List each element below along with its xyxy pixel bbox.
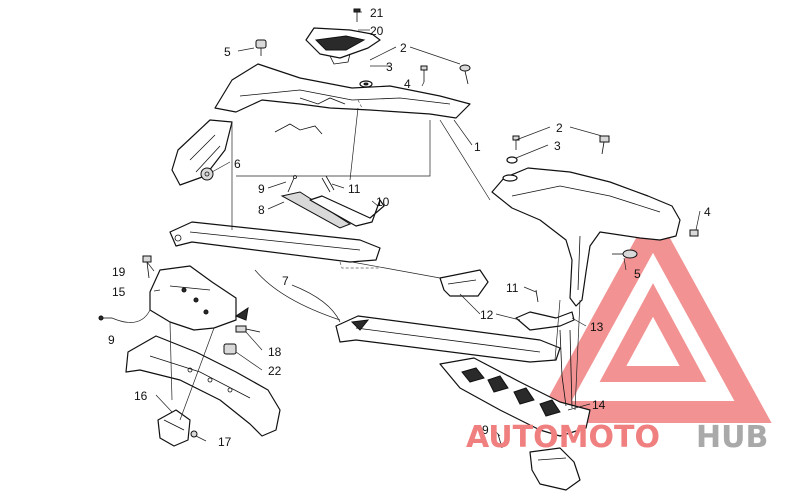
frame-section — [125, 335, 281, 437]
bracket-12 — [439, 269, 489, 297]
callout-18: 18 — [268, 345, 282, 359]
screw-2-right-small-icon — [512, 135, 520, 150]
screw-4-upper-icon — [420, 65, 428, 82]
clip-11-upper-icon — [321, 175, 335, 193]
left-rail — [169, 221, 381, 263]
bracket-plate-14 — [439, 329, 591, 437]
callout-4-right: 4 — [704, 205, 711, 219]
watermark-text: AUTOMOTO HUB — [466, 420, 768, 455]
callout-9-left: 9 — [108, 333, 115, 347]
rail-dash — [339, 261, 380, 269]
lower-right-bracket — [529, 447, 581, 491]
gauge-housing — [305, 27, 381, 65]
panel-side-bracket — [171, 119, 233, 186]
watermark-text-automoto: AUTOMOTO — [466, 420, 660, 455]
strap-8 — [280, 191, 352, 229]
washer-3-upper-icon — [359, 80, 373, 88]
pin-9-left-icon — [98, 315, 112, 321]
callout-16: 16 — [134, 389, 148, 403]
bolt-5-upper-icon — [255, 39, 267, 56]
callout-5-upper: 5 — [224, 45, 231, 59]
callout-15: 15 — [112, 285, 126, 299]
callouts: 21 20 2 3 4 5 6 1 2 3 4 5 9 8 11 10 7 11… — [108, 6, 711, 449]
clamp-10 — [309, 195, 385, 227]
bolt-5-right-icon — [612, 249, 638, 259]
callout-11-upper: 11 — [348, 182, 361, 196]
callout-8: 8 — [258, 203, 265, 217]
callout-4-upper: 4 — [404, 77, 411, 91]
callout-2-upper: 2 — [400, 41, 407, 55]
callout-9-upper: 9 — [258, 182, 265, 196]
watermark-text-hub: HUB — [696, 420, 768, 455]
clamp-13 — [515, 311, 575, 331]
callout-3-upper: 3 — [386, 60, 393, 74]
callout-17: 17 — [218, 435, 232, 449]
callout-14: 14 — [592, 398, 606, 412]
callout-21: 21 — [370, 6, 384, 20]
bolt-19-icon — [142, 255, 152, 279]
callout-3-right: 3 — [554, 139, 561, 153]
console-panel — [214, 63, 471, 119]
clip-11-lower-icon — [535, 289, 539, 303]
callout-6: 6 — [234, 157, 241, 171]
pin-9-upper-icon — [287, 175, 297, 193]
screw-17-icon — [190, 430, 198, 438]
callout-10: 10 — [376, 195, 390, 209]
bolt-6-icon — [200, 167, 214, 181]
panel-clip — [274, 123, 323, 135]
screw-2-right-icon — [599, 135, 610, 155]
callout-2-right: 2 — [556, 121, 563, 135]
nut-22-icon — [223, 343, 237, 355]
watermark-logo-icon — [534, 207, 772, 423]
screw-2-upper-icon — [459, 64, 471, 85]
callout-13: 13 — [590, 320, 604, 334]
washer-3-right-icon — [506, 156, 518, 164]
callout-11-lower: 11 — [506, 281, 519, 295]
leader-lines — [111, 11, 701, 442]
callout-12: 12 — [480, 308, 494, 322]
callout-1: 1 — [474, 140, 481, 154]
screw-21-icon — [353, 8, 361, 22]
callout-19: 19 — [112, 265, 126, 279]
right-rail — [335, 315, 561, 363]
pin-9-lower-right-icon — [497, 433, 503, 449]
clip-16 — [157, 409, 191, 447]
callout-7: 7 — [282, 274, 289, 288]
callout-20: 20 — [370, 24, 384, 38]
assembly-guide-lines — [169, 107, 581, 421]
callout-5-right: 5 — [634, 267, 641, 281]
screw-4-right-icon — [689, 229, 699, 237]
bolt-18-icon — [235, 325, 261, 333]
mount-bracket-15 — [149, 265, 249, 331]
callout-22: 22 — [268, 364, 282, 378]
callout-9-lower: 9 — [482, 423, 489, 437]
right-shroud — [491, 167, 681, 307]
